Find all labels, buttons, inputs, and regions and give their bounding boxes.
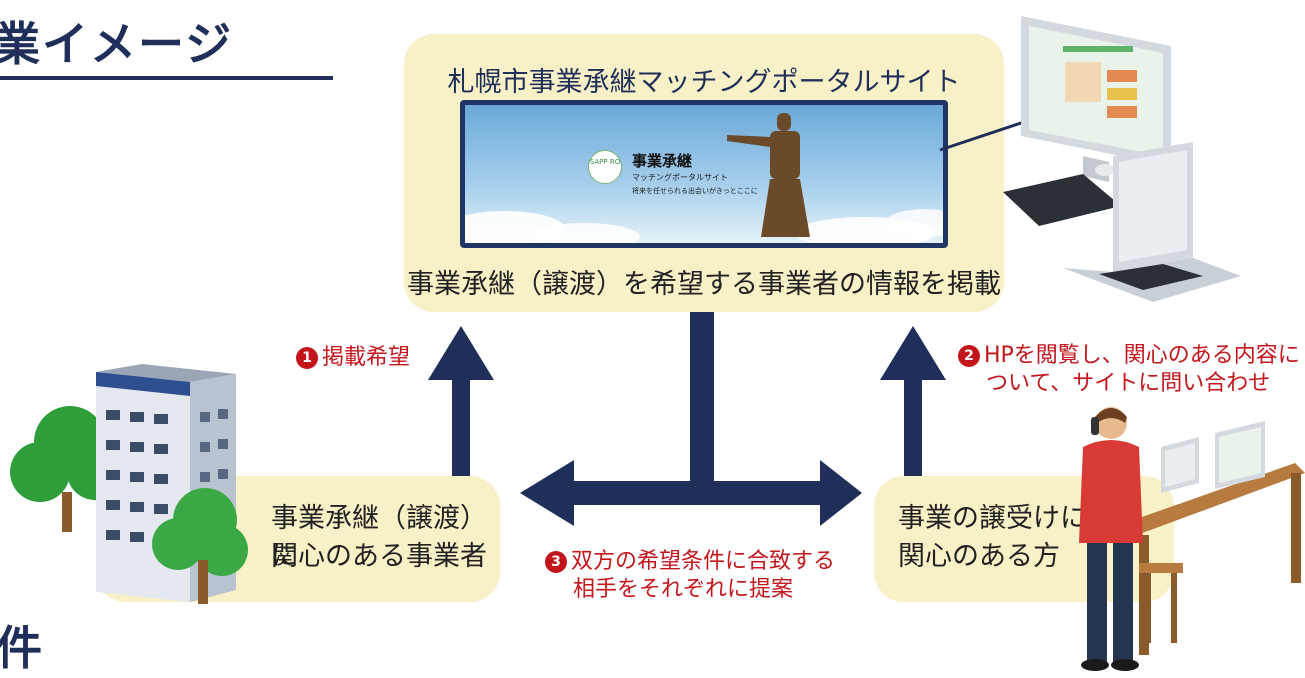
banner-tagline: 将来を任せられる出会いがきっとここに: [632, 187, 758, 195]
step3-line-1: 双方の希望条件に合致する: [571, 549, 836, 574]
step1-number: 1: [296, 347, 318, 369]
sapporo-logo: SAPP RO: [588, 150, 622, 184]
buyer-line-1: 事業の譲受けに: [898, 503, 1087, 534]
buyer-line-2: 関心のある方: [898, 541, 1060, 572]
computers-illustration: [1003, 16, 1241, 302]
portal-card: 札幌市事業承継マッチングポータルサイト: [404, 34, 1004, 312]
step3-arrow-stem: [690, 312, 714, 494]
banner-subtitle: マッチングポータルサイト: [632, 173, 728, 182]
step2-arrow-head: [880, 326, 946, 380]
portal-screenshot-frame: SAPP RO 事業承継 マッチングポータルサイト 将来を任せられる出会いがきっ…: [460, 100, 948, 248]
step3-arrow-left-head: [520, 460, 574, 526]
statue-icon: [727, 113, 810, 237]
step2-number: 2: [958, 345, 980, 367]
step3-arrow-bar: [568, 481, 826, 505]
office-building-illustration: [10, 364, 248, 604]
portal-caption: 事業承継（譲渡）を希望する事業者の情報を掲載: [407, 269, 1001, 300]
step2-arrow-shaft: [904, 372, 922, 476]
person-illustration: [1079, 407, 1305, 671]
banner-title: 事業承継: [632, 152, 693, 170]
step2-line-1: HPを閲覧し、関心のある内容に: [984, 343, 1300, 368]
step2-line-2: ついて、サイトに問い合わせ: [986, 371, 1271, 396]
step3-number: 3: [545, 551, 567, 573]
step3-line-2: 相手をそれぞれに提案: [573, 577, 794, 602]
seller-line-1: 事業承継（譲渡）に: [271, 503, 487, 572]
seller-line-2: 関心のある事業者: [271, 541, 487, 572]
step1-arrow-shaft: [452, 372, 470, 476]
step1-text: 掲載希望: [322, 345, 411, 370]
portal-title: 札幌市事業承継マッチングポータルサイト: [447, 67, 961, 98]
portal-banner-image: [465, 105, 943, 243]
section-heading-top: 業イメージ: [0, 17, 234, 71]
section-heading-bottom: 件: [0, 621, 44, 675]
heading-underline: [0, 76, 333, 80]
step3-arrow-right-head: [820, 460, 862, 526]
step1-arrow-head: [428, 326, 494, 380]
